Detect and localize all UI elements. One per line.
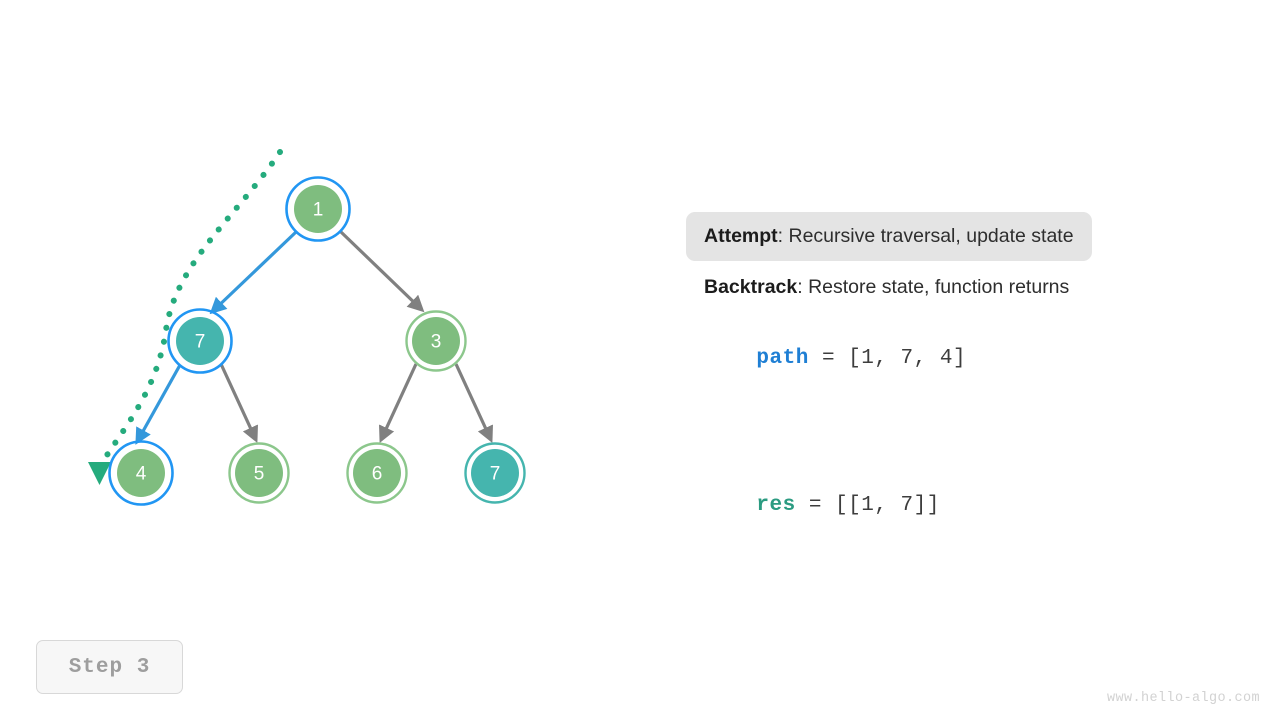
- tree-node-label: 7: [195, 332, 206, 353]
- tree-node-4[interactable]: 4: [108, 440, 174, 506]
- backtrack-description: Backtrack: Restore state, function retur…: [686, 273, 1246, 301]
- watermark: www.hello-algo.com: [1106, 691, 1260, 706]
- tree-node-label: 7: [490, 464, 501, 485]
- tree-node-3[interactable]: 3: [405, 310, 467, 372]
- variable-value-res: = [[1, 7]]: [795, 493, 940, 517]
- edge-3-7: [454, 363, 493, 444]
- edge-1-3: [339, 230, 425, 313]
- tree-diagram: 1 7 3 4: [88, 149, 526, 506]
- tree-node-5[interactable]: 5: [228, 442, 290, 504]
- traversal-path-dotted: [88, 149, 283, 485]
- edge-7-4: [135, 364, 182, 445]
- edge-3-6: [379, 363, 418, 444]
- attempt-label: Attempt: [704, 225, 778, 247]
- tree-nodes: 1 7 3 4: [108, 176, 526, 506]
- variable-res: res = [[1, 7]]: [686, 471, 1246, 540]
- tree-node-7-left[interactable]: 7: [167, 308, 233, 374]
- backtrack-text: : Restore state, function returns: [797, 276, 1070, 299]
- variable-value-path: = [1, 7, 4]: [808, 346, 967, 370]
- variable-name-res: res: [756, 493, 796, 517]
- attempt-text: : Recursive traversal, update state: [777, 225, 1074, 247]
- tree-edges: [135, 230, 493, 445]
- tree-node-label: 5: [254, 464, 265, 485]
- tree-node-7-right[interactable]: 7: [464, 442, 526, 504]
- attempt-description: Attempt: Recursive traversal, update sta…: [686, 212, 1092, 262]
- step-badge: Step 3: [36, 640, 183, 694]
- backtrack-label: Backtrack: [704, 276, 798, 299]
- tree-node-label: 1: [313, 200, 324, 221]
- step-badge-label: Step 3: [68, 655, 151, 679]
- edge-1-7: [209, 230, 298, 315]
- variable-path: path = [1, 7, 4]: [686, 324, 1246, 393]
- variable-name-path: path: [756, 346, 809, 370]
- tree-node-6[interactable]: 6: [346, 442, 408, 504]
- tree-node-label: 4: [136, 464, 147, 485]
- edge-7-5: [219, 363, 258, 444]
- tree-node-1[interactable]: 1: [285, 176, 351, 242]
- tree-node-label: 6: [372, 464, 383, 485]
- traversal-arrowhead-icon: [88, 462, 111, 485]
- tree-node-label: 3: [431, 332, 442, 353]
- info-panel: Attempt: Recursive traversal, update sta…: [686, 212, 1246, 540]
